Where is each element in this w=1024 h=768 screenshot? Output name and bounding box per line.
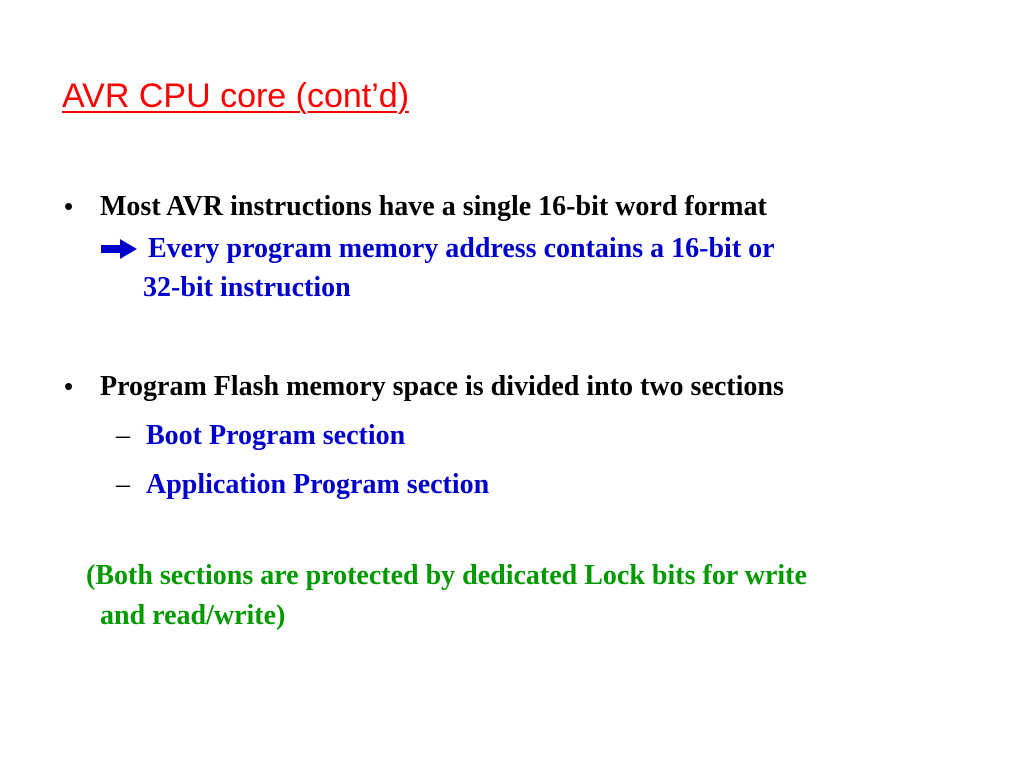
bullet-1-text: Most AVR instructions have a single 16-b… [100,191,767,222]
bullet-1-sub-line-2: 32-bit instruction [143,272,351,303]
bullet-2-text: Program Flash memory space is divided in… [100,371,784,402]
dash-icon: – [116,469,130,500]
arrow-right-icon [101,239,137,259]
subitem-boot-program: Boot Program section [146,420,406,451]
note-line-1: (Both sections are protected by dedicate… [86,560,807,591]
bullet-dot-icon: • [64,191,74,221]
slide-title: AVR CPU core (cont’d) [62,77,410,115]
bullet-1-sub-line-1: Every program memory address contains a … [148,233,775,264]
subitem-application-program: Application Program section [146,469,490,500]
note-line-2: and read/write) [100,600,286,631]
dash-icon: – [116,420,130,451]
bullet-dot-icon: • [64,371,74,401]
